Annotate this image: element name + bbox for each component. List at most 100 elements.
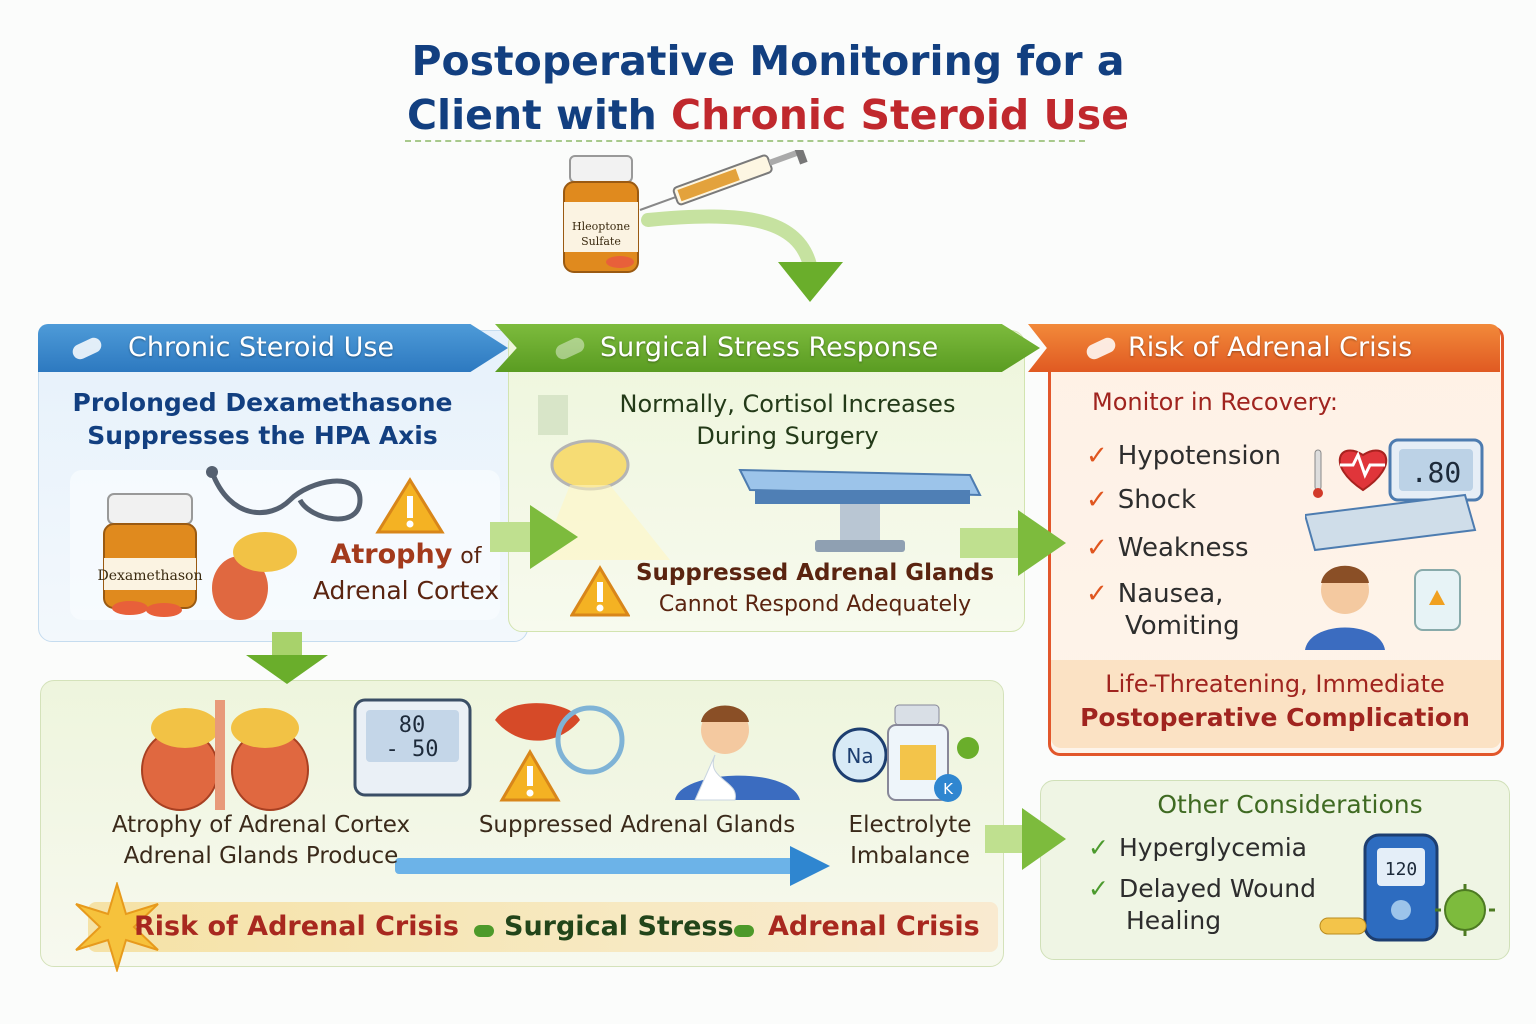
bottle-label: Dexamethason: [98, 568, 203, 584]
stress-subtitle-line2: During Surgery: [696, 422, 879, 450]
title-highlight: Chronic Steroid Use: [671, 91, 1130, 139]
monitor-item-label: Nausea,: [1117, 579, 1224, 609]
other-item: ✓ Hyperglycemia: [1088, 832, 1307, 864]
pill-bottle-icon: Hleoptone Sulfate: [563, 155, 639, 273]
atrophy-of: of: [460, 544, 482, 569]
sodium-label: Na: [846, 744, 873, 768]
monitor-item-label: Shock: [1117, 485, 1197, 515]
thermometer-icon: [1313, 449, 1323, 498]
pathway-label-electrolyte: Electrolyte Imbalance: [835, 810, 985, 872]
check-icon: ✓: [1088, 874, 1109, 903]
syringe-icon: [639, 150, 808, 211]
page-title: Postoperative Monitoring for a Client wi…: [0, 34, 1536, 142]
potassium-label: K: [943, 780, 954, 798]
pathway-illustrations: 80 - 50 Na K: [141, 698, 979, 811]
stethoscope-icon: [206, 466, 363, 522]
bottle-label-line1: Hleoptone: [572, 220, 630, 233]
check-icon: ✓: [1086, 579, 1108, 609]
crisis-chain-strip: [88, 902, 998, 952]
capsule-icon: [1319, 917, 1367, 935]
down-arrow: [246, 632, 328, 684]
other-item: ✓Delayed Wound: [1088, 873, 1316, 905]
warning-icon: [375, 477, 445, 534]
bacteria-icon: [1435, 884, 1495, 936]
stress-warning-text: Suppressed Adrenal Glands Cannot Respond…: [625, 558, 1005, 620]
title-line1: Postoperative Monitoring for a: [411, 37, 1125, 85]
adrenal-kidneys-icon: [141, 700, 309, 811]
chronic-subtitle-line2: Suppresses the HPA Axis: [87, 421, 438, 450]
crisis-illustration: .80: [1305, 438, 1484, 650]
title-divider: [405, 140, 1085, 142]
right-arrow: [490, 505, 578, 569]
pathway-label-atrophy-line2: Adrenal Glands Produce: [123, 843, 399, 869]
right-arrow: [960, 510, 1066, 576]
header-chronic-label: Chronic Steroid Use: [128, 332, 395, 363]
monitor-title: Monitor in Recovery:: [1092, 388, 1338, 416]
monitor-item: ✓ Weakness: [1086, 532, 1249, 564]
crisis-footer-line1: Life-Threatening, Immediate: [1105, 670, 1445, 698]
liver-icon: [495, 703, 625, 775]
nauseous-patient-icon: [1305, 565, 1385, 650]
atrophy-rest: Adrenal Cortex: [312, 576, 500, 605]
warning-icon: [499, 749, 561, 802]
glucose-meter-icon: 120: [1363, 833, 1439, 942]
title-line2-prefix: Client with: [406, 91, 672, 139]
bp-bottom-reading: - 50: [386, 737, 439, 762]
pathway-label-electrolyte-line2: Imbalance: [850, 843, 970, 869]
bp-top-reading: 80: [399, 713, 426, 738]
operating-table-icon: [738, 468, 982, 552]
starburst-icon: [75, 882, 159, 972]
crisis-footer-band: [1051, 660, 1501, 748]
medication-illustration: Hleoptone Sulfate: [563, 150, 843, 302]
crisis-footer-line2: Postoperative Complication: [1080, 703, 1470, 732]
stress-subtitle: Normally, Cortisol Increases During Surg…: [560, 388, 1015, 452]
monitor-item-continuation: Vomiting: [1125, 611, 1240, 641]
monitor-item-label: Weakness: [1117, 533, 1249, 563]
check-icon: ✓: [1088, 833, 1109, 862]
header-chronic-steroid: Chronic Steroid Use: [38, 324, 508, 372]
chain-step-adrenal-crisis: Adrenal Crisis: [768, 911, 980, 942]
chain-step-risk: Risk of Adrenal Crisis: [134, 911, 459, 942]
atrophy-bold: Atrophy: [330, 539, 453, 570]
surgical-lamp-icon: [538, 395, 670, 560]
operating-room-illustration: [538, 395, 982, 560]
heart-monitor-icon: [1338, 449, 1388, 492]
blue-arrow: [395, 846, 830, 886]
warning-icon: [570, 565, 630, 617]
check-icon: ✓: [1086, 441, 1108, 471]
adrenal-kidney-icon: [212, 532, 297, 620]
stress-warning-line1: Suppressed Adrenal Glands: [635, 560, 995, 586]
title-line2: Client with Chronic Steroid Use: [0, 88, 1536, 142]
monitor-item-label: Hypotension: [1117, 441, 1281, 471]
pathway-label-suppressed: Suppressed Adrenal Glands: [478, 812, 796, 838]
other-item-label: Hyperglycemia: [1118, 833, 1307, 862]
chain-step-surgical-stress: Surgical Stress: [504, 911, 734, 942]
dexamethasone-bottle-icon: Dexamethason: [98, 493, 203, 617]
monitor-item: ✓ Nausea,: [1086, 578, 1223, 610]
electrolyte-bottle-icon: Na K: [832, 704, 979, 802]
pathway-label-electrolyte-line1: Electrolyte: [848, 812, 972, 838]
iv-bag-icon: [1414, 569, 1461, 631]
stress-subtitle-line1: Normally, Cortisol Increases: [619, 390, 956, 418]
monitor-reading: .80: [1411, 456, 1462, 489]
other-illustration: 120: [1319, 833, 1495, 942]
check-icon: ✓: [1086, 485, 1108, 515]
chronic-illustration: Dexamethason: [70, 466, 500, 620]
header-crisis-label: Risk of Adrenal Crisis: [1128, 332, 1413, 363]
header-stress-label: Surgical Stress Response: [600, 332, 939, 363]
chain-separator-dot: [474, 925, 494, 937]
header-adrenal-crisis: Risk of Adrenal Crisis: [1028, 324, 1500, 372]
pathway-label-atrophy: Atrophy of Adrenal Cortex Adrenal Glands…: [96, 810, 426, 872]
down-arrow: [778, 262, 843, 302]
check-icon: ✓: [1086, 533, 1108, 563]
stress-warning-line2: Cannot Respond Adequately: [658, 592, 972, 617]
other-considerations-title: Other Considerations: [1157, 790, 1423, 819]
glucose-reading: 120: [1385, 859, 1418, 880]
vomiting-patient-icon: [675, 705, 800, 801]
chain-separator-dot: [734, 925, 754, 937]
bottle-label-line2: Sulfate: [581, 235, 621, 248]
chronic-subtitle: Prolonged Dexamethasone Suppresses the H…: [40, 386, 485, 452]
header-surgical-stress: Surgical Stress Response: [495, 324, 1040, 372]
monitor-item: ✓ Hypotension: [1086, 440, 1281, 472]
